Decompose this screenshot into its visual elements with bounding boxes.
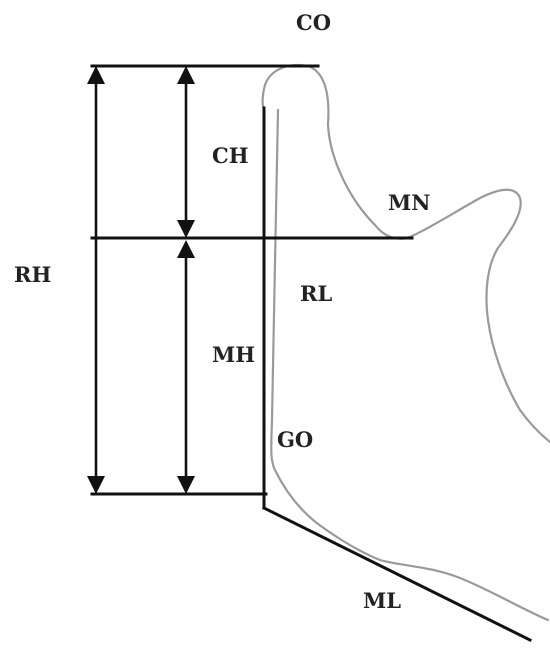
label-ch: CH [212, 143, 249, 168]
gonial-angle-outline [270, 108, 550, 622]
label-rl: RL [300, 281, 332, 306]
label-rh: RH [14, 262, 51, 287]
label-go: GO [277, 427, 313, 452]
label-mn: MN [388, 190, 430, 215]
label-ml: ML [363, 588, 401, 613]
ch-arrow-up-icon [177, 66, 195, 84]
mandibular-line [261, 505, 533, 643]
label-mh: MH [212, 342, 255, 367]
rh-arrow-down-icon [87, 476, 105, 494]
ch-arrow-down-icon [177, 220, 195, 238]
label-co: CO [296, 10, 331, 35]
rh-arrow-up-icon [87, 66, 105, 84]
mh-arrow-up-icon [177, 240, 195, 258]
condyle-outline [261, 83, 267, 112]
mandible-outline [263, 63, 550, 444]
mh-arrow-down-icon [177, 476, 195, 494]
